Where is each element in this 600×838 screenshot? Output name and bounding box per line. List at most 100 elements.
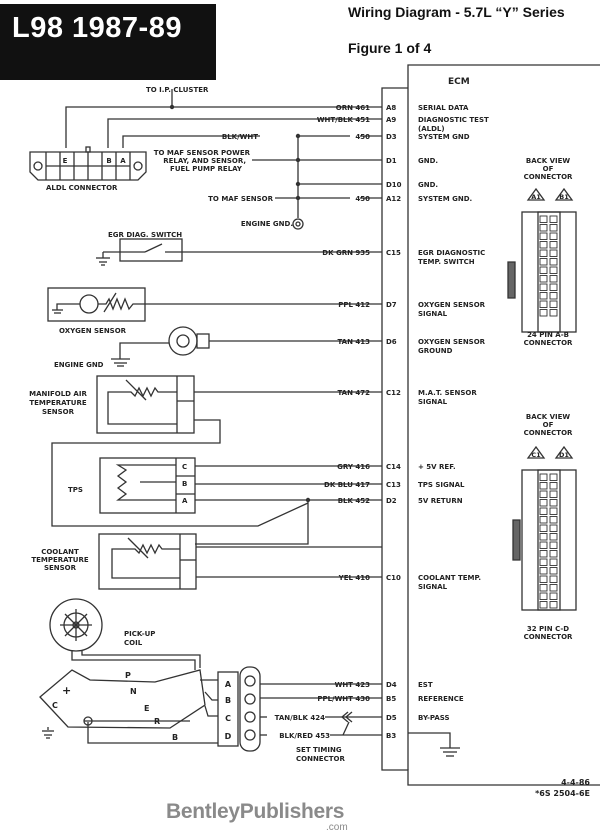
connector-pin-cell: [549, 524, 558, 532]
publisher-logo[interactable]: BentleyPublishers: [166, 800, 345, 823]
connector-pin-cell: [539, 473, 548, 481]
connector-pin-cell: [539, 533, 548, 541]
connector-pin-cell: [539, 567, 548, 575]
ecm-pin-id: A9: [386, 116, 396, 124]
connector-pin-cell: [539, 490, 548, 498]
ecm-pin-id: D3: [386, 133, 397, 141]
ecm-pin-id: D6: [386, 338, 397, 346]
ecm-label: ECM: [448, 77, 470, 87]
connector-pin-cell: [549, 507, 558, 515]
ecm-pin-function: (ALDL): [418, 125, 445, 133]
mat-sensor: [96, 375, 195, 434]
label-coolant-2: TEMPERATURE: [31, 556, 89, 564]
conn2-pin-c1: C1: [531, 451, 541, 459]
connector-pin-cell: [549, 575, 558, 583]
connector-pin-cell: [549, 300, 558, 308]
conn2-caption-2: CONNECTOR: [524, 633, 573, 641]
tps: [99, 457, 196, 514]
wire-label: ORN 461: [336, 104, 370, 112]
label-to-ip-cluster: TO I.P. CLUSTER: [146, 86, 209, 94]
label-oxygen-sensor: OXYGEN SENSOR: [59, 327, 127, 335]
label-blk-wht: BLK/WHT: [222, 133, 258, 141]
model-title: L98 1987-89: [12, 12, 182, 44]
ecm-pin-id: C15: [386, 249, 401, 257]
conn1-caption-2: CONNECTOR: [524, 339, 573, 347]
wire-label: GRY 416: [337, 463, 370, 471]
date: 4-4-86: [561, 778, 590, 787]
connector-pin-cell: [549, 567, 558, 575]
ecm-pin-id: B3: [386, 732, 396, 740]
connector-pin-cell: [549, 558, 558, 566]
ecm-pin-function: + 5V REF.: [418, 463, 456, 471]
label-engine-gnd: ENGINE GND: [54, 361, 104, 369]
ecm-pin-id: D10: [386, 181, 402, 189]
module-letter-e: E: [144, 704, 149, 713]
connector-pin-cell: [549, 215, 558, 223]
connector-pin-cell: [549, 499, 558, 507]
part-code: *6S 2504-6E: [535, 789, 590, 798]
connector-pin-cell: [539, 275, 548, 283]
connector-pin-cell: [539, 524, 548, 532]
ecm-inner-border: [381, 87, 600, 786]
ecm-pin-id: A12: [386, 195, 401, 203]
pickup-coil: [49, 598, 103, 652]
conn1-title-1: BACK VIEW: [526, 157, 571, 165]
connector-pin-cell: [549, 232, 558, 240]
label-to-maf-power-3: FUEL PUMP RELAY: [170, 165, 243, 173]
label-mat-2: TEMPERATURE: [29, 399, 87, 407]
ecm-pin-function: TEMP. SWITCH: [418, 258, 475, 266]
ecm-pin-function: REFERENCE: [418, 695, 464, 703]
label-to-maf-power-2: RELAY, AND SENSOR,: [163, 157, 246, 165]
wire-label: BLK/RED 453: [279, 732, 330, 740]
aldl-pin-a: A: [120, 157, 126, 165]
connector-pin-cell: [549, 482, 558, 490]
connector-32pin: [512, 445, 577, 611]
connector-24pin: [507, 187, 577, 333]
ecm-pin-row: GRY 416 C14 + 5V REF.: [337, 463, 456, 471]
connector-pin-cell: [549, 309, 558, 317]
connector-pin-cell: [539, 258, 548, 266]
connector-pin-cell: [549, 592, 558, 600]
ecm-pin-id: B5: [386, 695, 396, 703]
publisher-suffix: .com: [326, 822, 348, 833]
ecm-pin-function: SYSTEM GND.: [418, 195, 472, 203]
ecm-pin-id: C13: [386, 481, 401, 489]
label-tps: TPS: [68, 486, 83, 494]
connector-pin-cell: [539, 558, 548, 566]
connector-pin-cell: [549, 516, 558, 524]
label-coolant-3: SENSOR: [44, 564, 77, 572]
ecm-pin-id: D5: [386, 714, 397, 722]
ecm-pin-function: GND.: [418, 157, 438, 165]
ecm-pin-function: EGR DIAGNOSTIC: [418, 249, 485, 257]
label-engine-gnd-dot: ENGINE GND.: [241, 220, 293, 228]
tps-pin-b: B: [182, 480, 187, 488]
label-aldl-connector: ALDL CONNECTOR: [46, 184, 118, 192]
connector-pin-cell: [549, 275, 558, 283]
connector-pin-cell: [549, 249, 558, 257]
conn1-pin-b1: B1: [559, 193, 569, 201]
conn2-title-2: OF: [543, 421, 554, 429]
module-letter-b: B: [172, 733, 178, 742]
module-plus: +: [62, 684, 71, 697]
connector-pin-cell: [549, 258, 558, 266]
ecm-pin-function: SIGNAL: [418, 583, 448, 591]
wire-label: YEL 410: [338, 574, 370, 582]
connector-pin-cell: [549, 601, 558, 609]
connector-pin-cell: [539, 283, 548, 291]
connector-pin-cell: [539, 499, 548, 507]
ecm-pin-id: D4: [386, 681, 397, 689]
module-letter-r: R: [154, 717, 160, 726]
connector-pin-cell: [549, 584, 558, 592]
ecm-pin-function: OXYGEN SENSOR: [418, 338, 486, 346]
ecm-pin-id: C14: [386, 463, 401, 471]
